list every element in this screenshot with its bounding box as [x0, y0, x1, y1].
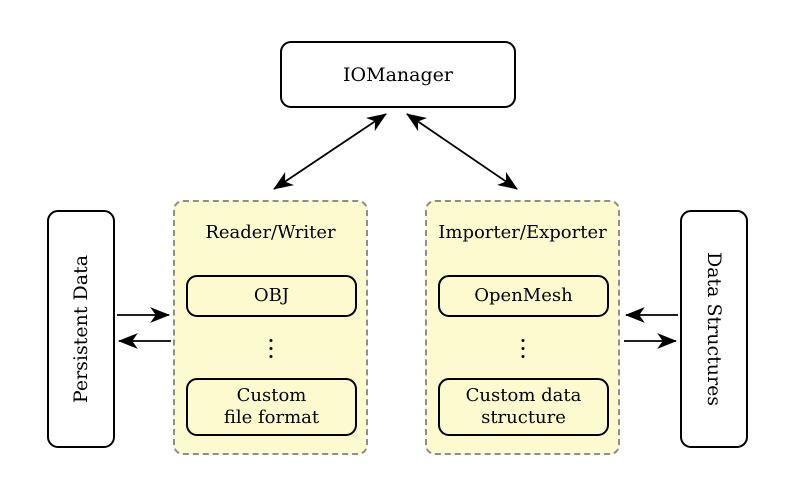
node-openmesh-label: OpenMesh — [474, 285, 573, 306]
node-custom-file-format: Custom file format — [186, 378, 357, 436]
node-obj: OBJ — [186, 275, 357, 317]
node-obj-label: OBJ — [253, 285, 290, 306]
node-custom-data-structure-label: Custom data structure — [465, 385, 582, 428]
vertical-ellipsis-icon — [269, 339, 272, 358]
arrow-iomanager-importerexporter — [406, 113, 518, 190]
panel-reader-writer-title: Reader/Writer — [205, 222, 336, 243]
node-custom-data-structure: Custom data structure — [438, 378, 609, 436]
node-persistent-data-label: Persistent Data — [70, 254, 92, 404]
panel-importer-exporter-title: Importer/Exporter — [438, 222, 607, 243]
node-openmesh: OpenMesh — [438, 275, 609, 317]
panel-reader-writer: Reader/Writer OBJ Custom file format — [173, 200, 368, 455]
node-data-structures: Data Structures — [680, 210, 748, 448]
vertical-ellipsis-icon — [521, 339, 524, 358]
panel-importer-exporter: Importer/Exporter OpenMesh Custom data s… — [425, 200, 620, 455]
node-iomanager: IOManager — [280, 41, 516, 108]
node-data-structures-label: Data Structures — [703, 251, 725, 407]
node-persistent-data: Persistent Data — [47, 210, 115, 448]
arrow-iomanager-readerwriter — [273, 113, 387, 190]
node-custom-file-format-label: Custom file format — [223, 385, 320, 428]
node-iomanager-label: IOManager — [343, 63, 453, 86]
